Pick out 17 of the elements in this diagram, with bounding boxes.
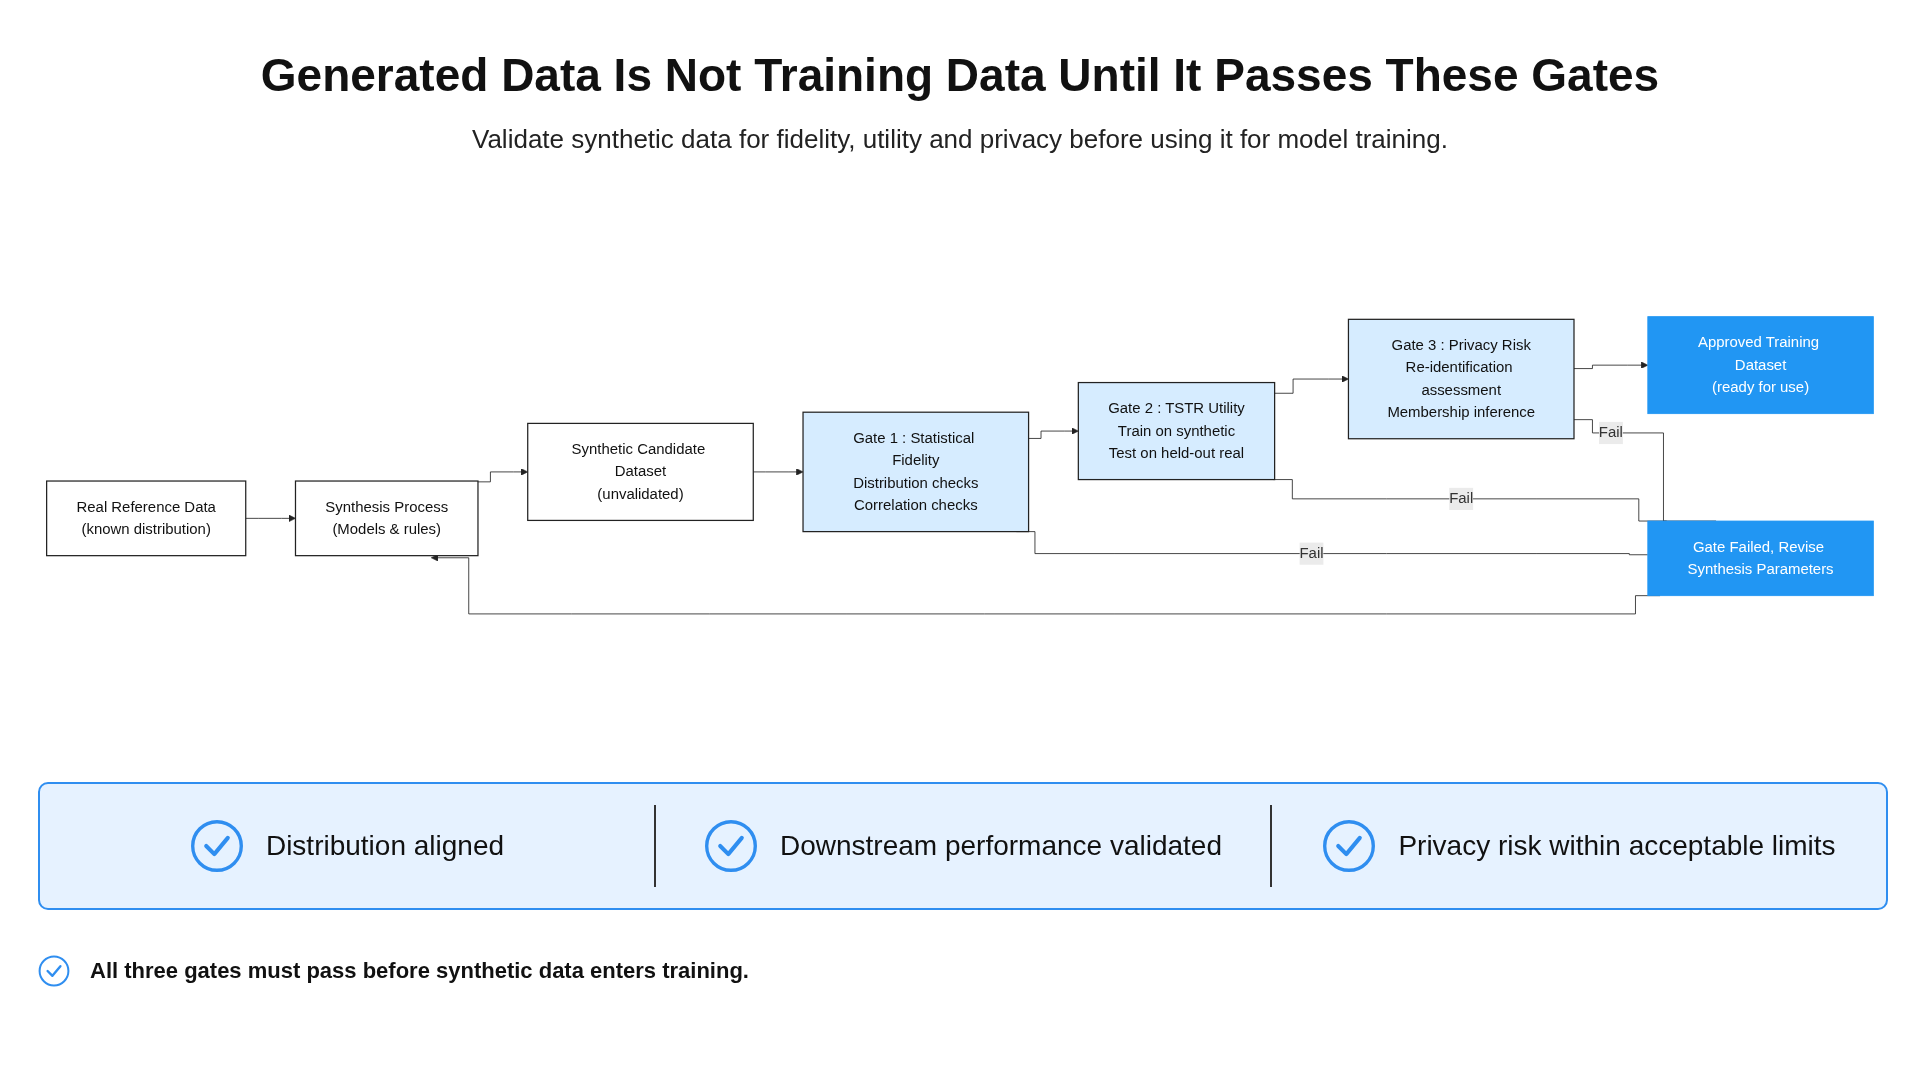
title: Generated Data Is Not Training Data Until It Passes These Gates (259, 48, 1661, 102)
checklist-item: Distribution aligned (265, 830, 505, 862)
subtitle: Validate synthetic data for fidelity, utility and privacy before using it for model training. (471, 124, 1449, 155)
node-box: Gate 3 : Privacy Risk Re-identification assessment Membership inference (1347, 318, 1575, 440)
node-box: Gate 2 : TSTR Utility Train on synthetic Test on held-out real (1077, 381, 1276, 480)
node-box: Approved Training Dataset (ready for use) (1647, 315, 1874, 414)
edge-label: Fail (1299, 544, 1324, 562)
node-box: Synthesis Process (Models & rules) (294, 480, 479, 556)
edge-label: Fail (1598, 423, 1623, 441)
checklist-item: Downstream performance validated (780, 830, 1222, 862)
edge-label: Fail (1449, 489, 1474, 507)
node-box: Real Reference Data (known distribution) (46, 480, 247, 556)
checklist-item: Privacy risk within acceptable limits (1398, 830, 1836, 862)
node-box: Synthetic Candidate Dataset (unvalidated) (527, 422, 754, 521)
footnote: All three gates must pass before synthetic data enters training. (90, 958, 749, 984)
node-box: Gate Failed, Revise Synthesis Parameters (1647, 520, 1874, 596)
node-box: Gate 1 : Statistical Fidelity Distribution checks Correlation checks (802, 411, 1030, 532)
